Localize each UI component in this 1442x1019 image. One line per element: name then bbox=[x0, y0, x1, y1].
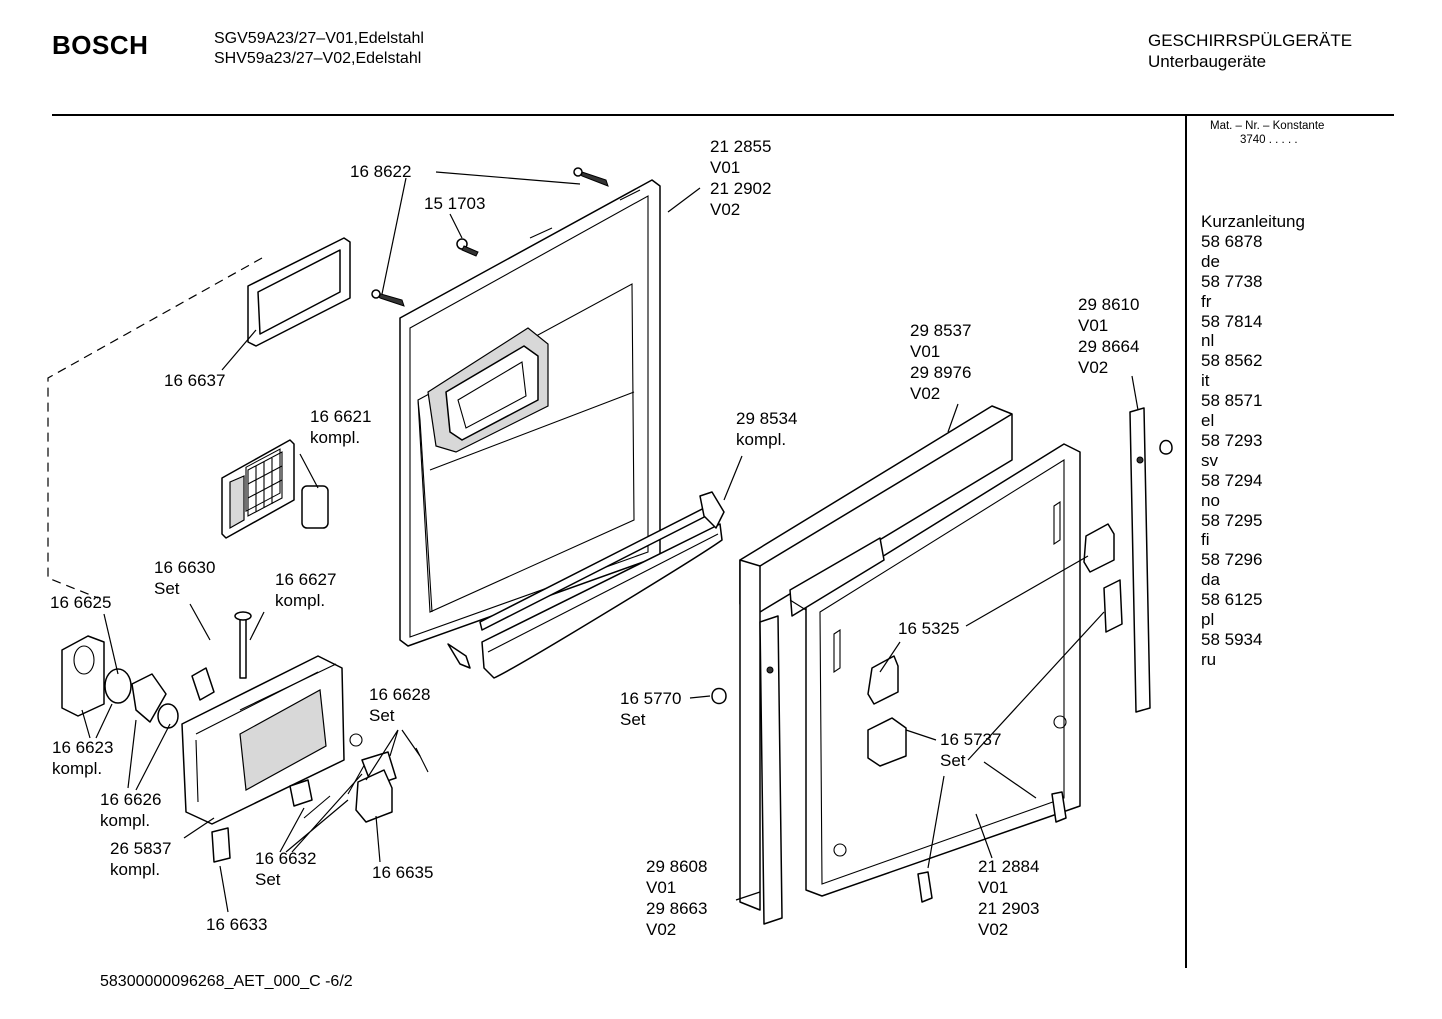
clip-165325-b bbox=[867, 655, 899, 705]
clip-165737 bbox=[867, 717, 907, 767]
label-151703: 15 1703 bbox=[424, 194, 486, 213]
manual-entry: 58 7295 bbox=[1201, 510, 1263, 530]
control-housing bbox=[181, 655, 345, 825]
cap-right bbox=[1159, 439, 1173, 455]
foot-left bbox=[917, 871, 933, 903]
manual-entry: 58 7738 bbox=[1201, 271, 1263, 291]
bracket-right bbox=[1103, 579, 1123, 633]
sidebar-divider bbox=[1185, 116, 1187, 968]
manual-entry: nl bbox=[1201, 331, 1215, 351]
model-line-2: SHV59a23/27–V02,Edelstahl bbox=[214, 50, 422, 67]
manual-entry: el bbox=[1201, 411, 1215, 430]
knob-cover bbox=[61, 635, 105, 717]
knob-shaft bbox=[131, 673, 167, 723]
vent-seal bbox=[301, 485, 329, 529]
ring-seal bbox=[104, 668, 132, 704]
brand-logo: BOSCH bbox=[52, 30, 149, 60]
manual-entry: no bbox=[1201, 490, 1220, 510]
label-166635: 16 6635 bbox=[372, 863, 434, 882]
manual-entry: 58 6125 bbox=[1201, 590, 1263, 610]
label-166633: 16 6633 bbox=[206, 915, 268, 934]
plug-165770 bbox=[711, 687, 727, 705]
switch-166635 bbox=[355, 769, 393, 823]
manual-entry: 58 5934 bbox=[1201, 629, 1263, 649]
mat-number-label: Mat. – Nr. – Konstante bbox=[1210, 120, 1325, 132]
spring-166632-b bbox=[347, 761, 367, 795]
vent-assembly bbox=[221, 439, 295, 539]
manual-entry: fr bbox=[1201, 291, 1212, 311]
lever-166630 bbox=[191, 667, 215, 701]
screw-small bbox=[456, 238, 479, 257]
category-title: GESCHIRRSPÜLGERÄTE bbox=[1148, 31, 1353, 50]
label-166625: 16 6625 bbox=[50, 593, 112, 612]
hinge-clip-right bbox=[699, 491, 725, 529]
screw-top bbox=[573, 167, 609, 187]
door-cover-panel bbox=[789, 443, 1081, 897]
document-code: 58300000096268_AET_000_C -6/2 bbox=[100, 973, 353, 990]
spring-166628 bbox=[415, 747, 429, 773]
hinge-clip-left bbox=[447, 643, 471, 669]
manual-entry: 58 6878 bbox=[1201, 231, 1263, 251]
side-strip-right bbox=[1129, 407, 1151, 713]
manual-entry: 58 7814 bbox=[1201, 311, 1263, 331]
manual-entry: 58 7293 bbox=[1201, 430, 1263, 450]
manual-entry: 58 7296 bbox=[1201, 550, 1263, 570]
manual-entry: pl bbox=[1201, 610, 1215, 629]
screw-left bbox=[371, 289, 405, 307]
lower-rail bbox=[479, 501, 723, 679]
foot-right bbox=[1051, 791, 1067, 823]
manual-entry: da bbox=[1201, 570, 1220, 590]
lever-166632 bbox=[289, 779, 313, 807]
manual-entry: sv bbox=[1201, 450, 1218, 470]
inner-door-panel bbox=[399, 179, 661, 647]
manual-entry: 58 7294 bbox=[1201, 470, 1263, 490]
category-subtitle: Unterbaugeräte bbox=[1148, 52, 1267, 71]
leader-lines bbox=[81, 171, 1139, 913]
assembly-dash-line bbox=[47, 257, 263, 599]
manual-entry: it bbox=[1201, 371, 1210, 391]
side-strip-left bbox=[759, 615, 783, 925]
manual-heading: Kurzanleitung bbox=[1201, 212, 1305, 231]
gasket-frame bbox=[247, 237, 351, 347]
label-168622: 16 8622 bbox=[350, 162, 412, 181]
manual-entry: ru bbox=[1201, 649, 1217, 669]
manual-entry: 58 8571 bbox=[1201, 391, 1263, 411]
label-166637: 16 6637 bbox=[164, 371, 226, 390]
manual-entry: 58 8562 bbox=[1201, 351, 1263, 371]
cover-166633 bbox=[211, 827, 231, 863]
o-ring bbox=[157, 703, 179, 729]
manual-entry: de bbox=[1201, 251, 1220, 271]
mat-number-value: 3740 . . . . . bbox=[1240, 134, 1298, 146]
spring-166632-a bbox=[303, 795, 331, 819]
header-divider bbox=[52, 114, 1394, 116]
clip-165325-a bbox=[1083, 523, 1115, 573]
manual-entry: fi bbox=[1201, 530, 1210, 550]
pin-166627 bbox=[239, 613, 247, 679]
washer-166628 bbox=[349, 733, 363, 747]
model-line-1: SGV59A23/27–V01,Edelstahl bbox=[214, 30, 424, 47]
outer-door-panel bbox=[739, 405, 1013, 911]
label-165325: 16 5325 bbox=[898, 619, 960, 638]
